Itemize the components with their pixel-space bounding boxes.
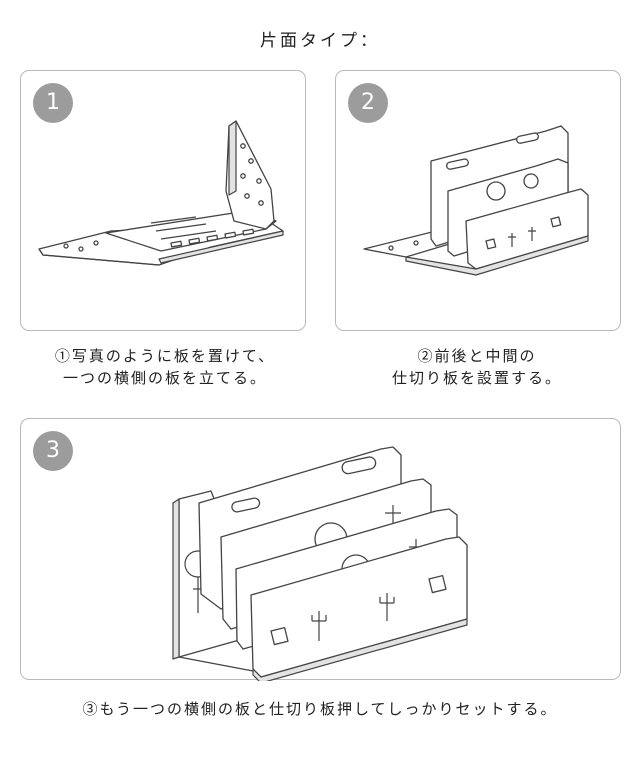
step-1-caption-line1: ①写真のように板を置けて、 <box>54 347 276 365</box>
step-2-number-badge: 2 <box>348 83 388 123</box>
step-1-number-badge: 1 <box>33 83 73 123</box>
step-3-illustration <box>172 446 468 681</box>
step-1-panel: 1 <box>20 70 306 331</box>
step-1-caption: ①写真のように板を置けて、 一つの横側の板を立てる。 <box>20 345 310 389</box>
step-3-caption: ③もう一つの横側の板と仕切り板押してしっかりセットする。 <box>82 700 558 718</box>
step-2-illustration <box>363 125 589 276</box>
base-slots <box>170 228 255 248</box>
step-3-number-badge: 3 <box>33 431 73 471</box>
step-2-caption-line1: ②前後と中間の <box>417 347 537 365</box>
page-title: 片面タイプ： <box>260 31 380 51</box>
step-2-caption: ②前後と中間の 仕切り板を設置する。 <box>332 345 622 389</box>
step-1-caption-line2: 一つの横側の板を立てる。 <box>62 369 267 387</box>
step-1-illustration <box>38 120 284 266</box>
step-2-caption-line2: 仕切り板を設置する。 <box>391 369 562 387</box>
front-board <box>465 188 589 270</box>
step-2-panel: 2 <box>335 70 621 331</box>
step-3-panel: 3 <box>20 418 621 681</box>
